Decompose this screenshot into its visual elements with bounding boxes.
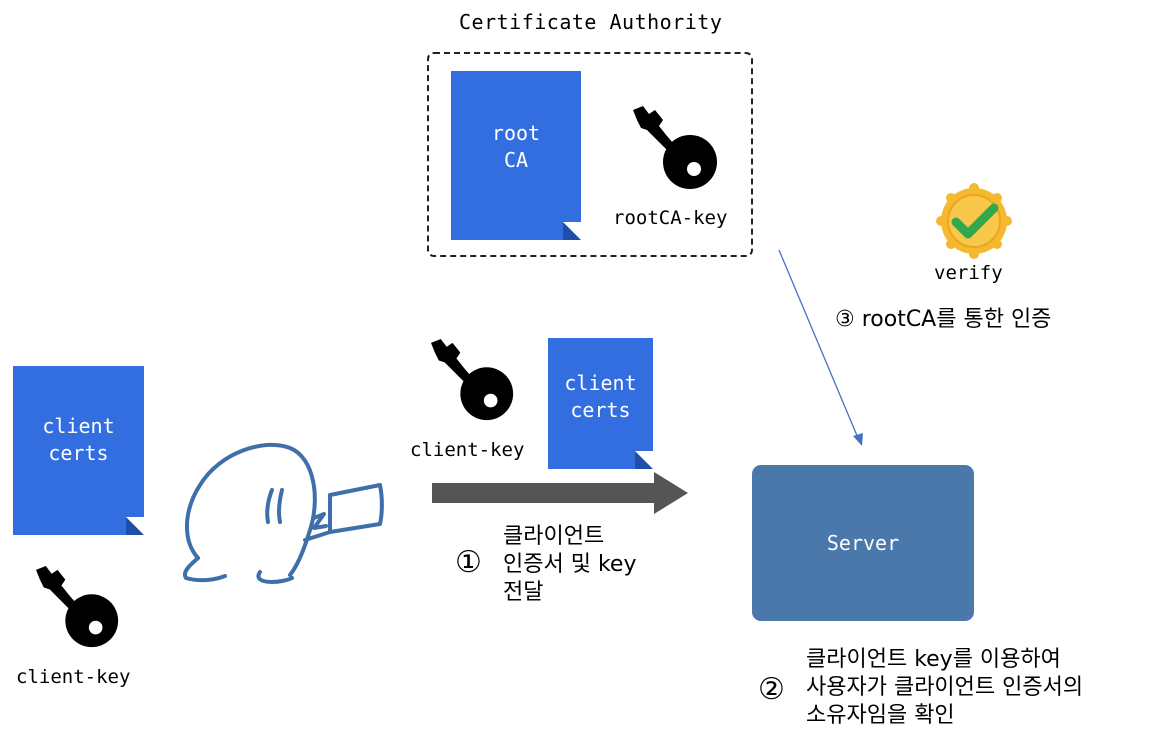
transfer-key-icon xyxy=(431,338,514,421)
client-key-label: client-key xyxy=(16,666,131,688)
client-key-icon xyxy=(36,565,119,648)
transfer-certs-document: client certs xyxy=(548,338,653,469)
verify-badge-icon xyxy=(936,183,1012,259)
ca-title: Certificate Authority xyxy=(459,10,723,34)
page-fold xyxy=(563,222,581,240)
page-fold xyxy=(126,517,144,535)
step3-label: ③ rootCA를 통한 인증 xyxy=(835,307,1052,332)
step1-line1: 클라이언트 xyxy=(503,524,605,549)
root-ca-doc-line1: root xyxy=(491,121,541,145)
rootca-key-label: rootCA-key xyxy=(613,207,728,229)
server-label: Server xyxy=(826,531,900,555)
step2-line1: 클라이언트 key를 이용하여 xyxy=(806,647,1061,672)
step2-text: 클라이언트 key를 이용하여 사용자가 클라이언트 인증서의 소유자임을 확인 xyxy=(806,646,1083,730)
client-doc-line2: certs xyxy=(48,441,109,465)
step1-line3: 전달 xyxy=(503,580,544,605)
step1-text: 클라이언트 인증서 및 key 전달 xyxy=(503,523,636,607)
server-box: Server xyxy=(752,465,974,621)
step2-number: ② xyxy=(758,672,785,707)
root-ca-document: root CA xyxy=(451,71,581,240)
step2-line3: 소유자임을 확인 xyxy=(806,703,955,728)
step1-number: ① xyxy=(455,545,482,580)
client-certs-document: client certs xyxy=(13,366,144,535)
user-with-laptop-icon xyxy=(183,442,384,584)
step1-line2: 인증서 및 key xyxy=(503,552,637,577)
page-fold xyxy=(635,451,653,469)
transfer-key-label: client-key xyxy=(410,439,525,461)
root-ca-doc-line2: CA xyxy=(503,148,529,172)
ca-box xyxy=(427,52,753,257)
transfer-doc-line1: client xyxy=(564,371,637,395)
verify-label: verify xyxy=(934,262,1003,284)
transfer-arrow xyxy=(432,472,688,514)
transfer-doc-line2: certs xyxy=(570,398,631,422)
rootca-key-icon xyxy=(633,106,717,189)
client-doc-line1: client xyxy=(42,414,115,438)
step2-line2: 사용자가 클라이언트 인증서의 xyxy=(806,675,1084,700)
